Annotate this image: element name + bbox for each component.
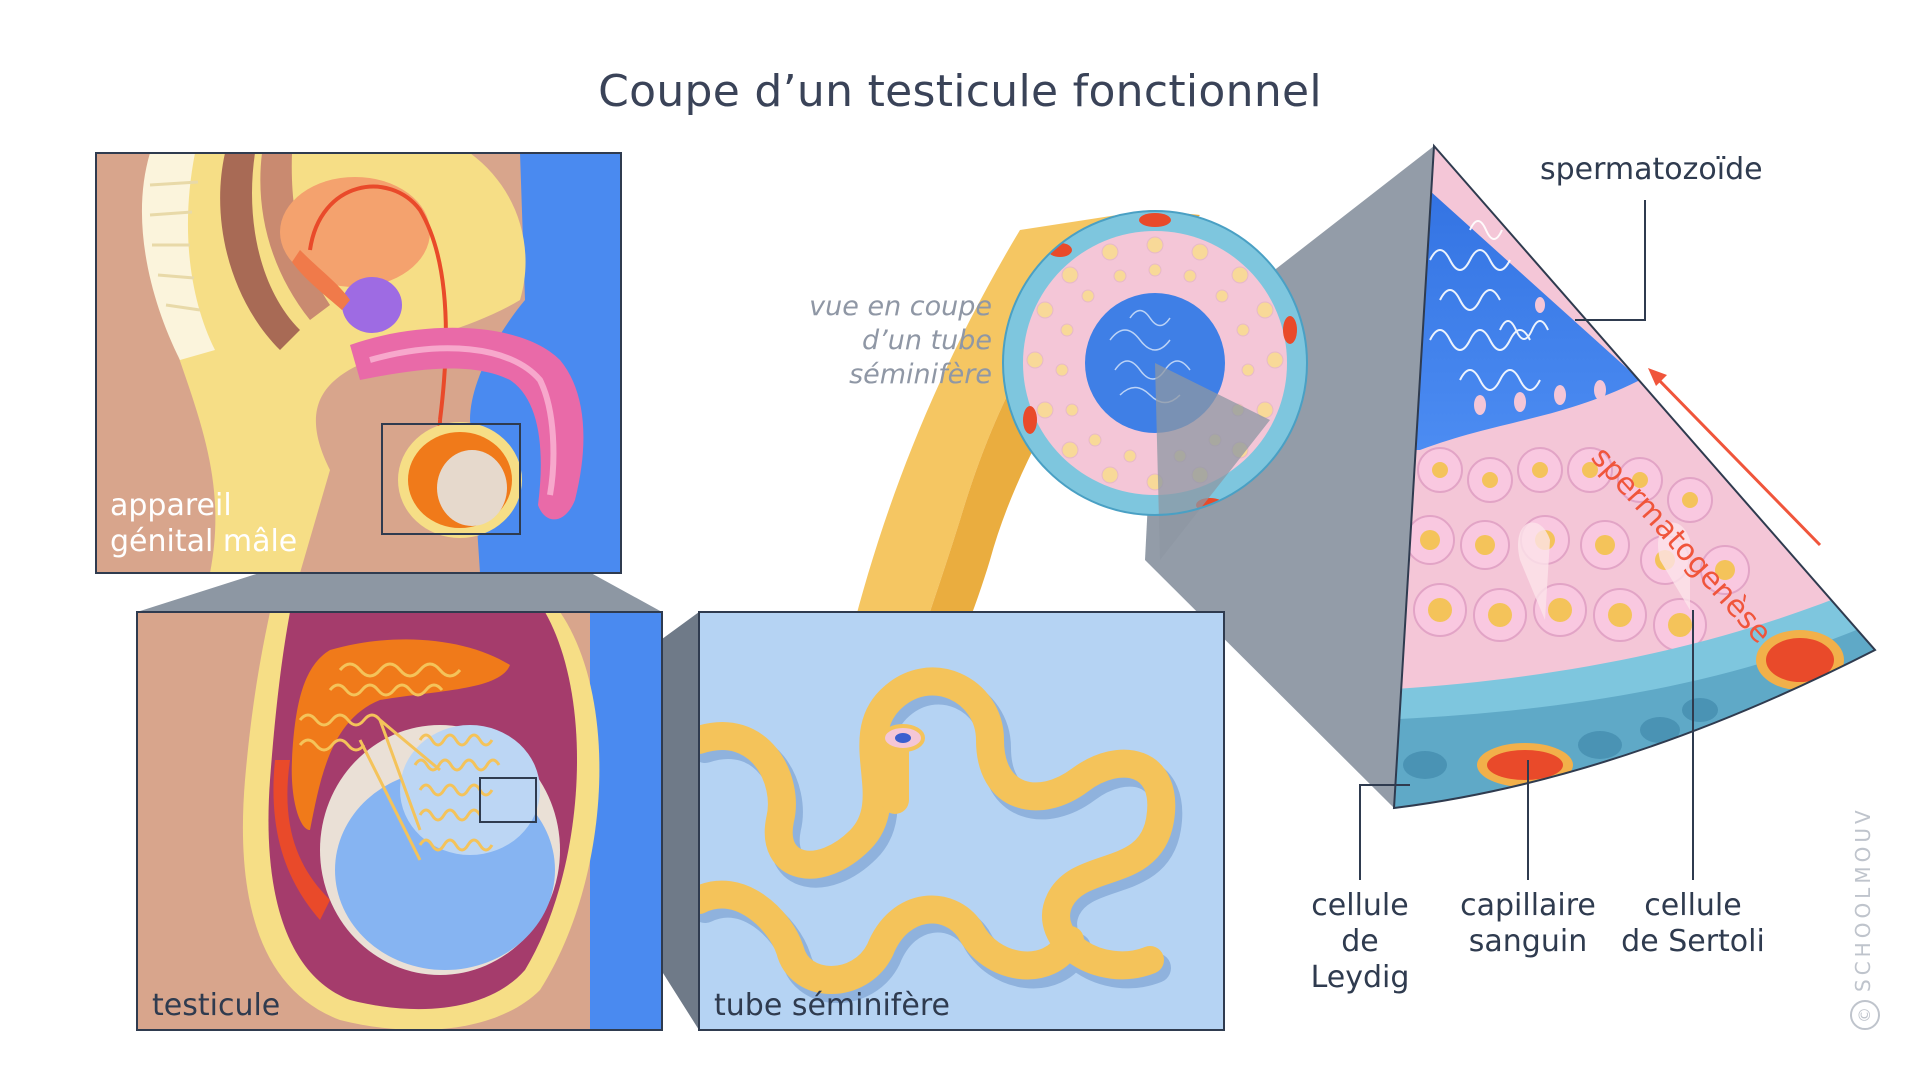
panel-appareil-border (95, 152, 622, 574)
cone-grey (1145, 146, 1434, 808)
label-cellule-sertoli: cellule de Sertoli (1618, 888, 1768, 960)
panel-testicule-border (136, 611, 663, 1031)
label-appareil: appareil génital mâle (110, 488, 297, 560)
label-capillaire-sanguin: capillaire sanguin (1455, 888, 1601, 960)
caption-line3: séminifère (849, 359, 992, 390)
spermatogenese-arrow (1648, 368, 1822, 547)
leydig-line2: de Leydig (1310, 924, 1410, 995)
caption-line1: vue en coupe (809, 291, 992, 322)
capillaire-line1: capillaire (1460, 888, 1596, 923)
copyright-icon: © (1850, 1000, 1880, 1030)
panel-tube-art (699, 612, 1224, 1030)
cross-section-circle (1002, 210, 1308, 560)
label-appareil-line1: appareil (110, 488, 232, 523)
brand-watermark: © SCHOOLMOUV (1850, 806, 1880, 1030)
leydig-line1: cellule (1311, 888, 1409, 923)
label-testicule: testicule (152, 988, 281, 1023)
leader-lines (1359, 200, 1694, 880)
cross-section-caption: vue en coupe d’un tube séminifère (780, 290, 992, 392)
sertoli-line2: de Sertoli (1621, 924, 1765, 959)
capillaire-line2: sanguin (1468, 924, 1588, 959)
brand-name: SCHOOLMOUV (1851, 806, 1875, 992)
panel-appareil-art (96, 153, 621, 573)
label-spermatozoide: spermatozoïde (1540, 152, 1763, 187)
panel-testicule-art (137, 612, 662, 1030)
panel-tube-border (698, 611, 1225, 1031)
label-cellule-leydig: cellule de Leydig (1290, 888, 1430, 996)
page-title: Coupe d’un testicule fonctionnel (598, 66, 1322, 117)
label-appareil-line2: génital mâle (110, 524, 298, 559)
sertoli-line1: cellule (1644, 888, 1742, 923)
label-tube-seminifere: tube séminifère (714, 988, 950, 1023)
caption-line2: d’un tube (862, 325, 992, 356)
